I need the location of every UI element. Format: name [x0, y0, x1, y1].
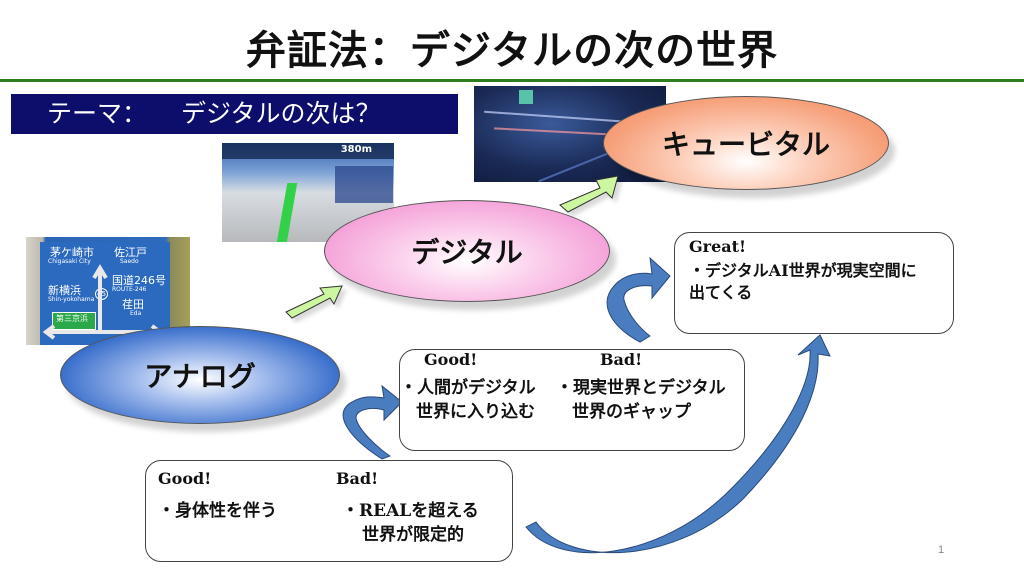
great-heading: Great! — [689, 237, 747, 256]
analog-bad-line: ・REALを超える — [342, 501, 479, 521]
stage-qubital: キュービタル — [603, 96, 889, 190]
digital-good-line: ・人間がデジタル — [400, 378, 536, 398]
sign-route: 国道246号 — [112, 274, 166, 287]
digital-good-line: 世界に入り込む — [416, 402, 535, 422]
nav-top-bar — [222, 143, 394, 159]
arrow-digital-to-qubital-icon — [559, 175, 619, 213]
stage-qubital-label: キュービタル — [661, 128, 830, 161]
digital-bad-heading: Bad! — [600, 350, 643, 369]
analog-bad-line: 世界が限定的 — [362, 525, 464, 545]
great-box: Great! ・デジタルAI世界が現実空間に 出てくる — [674, 232, 954, 334]
sign-city2: 佐江戸 — [114, 246, 147, 259]
stage-digital: デジタル — [324, 200, 610, 302]
nav-junction-panel — [335, 166, 393, 203]
nav-distance: 380m — [340, 144, 372, 155]
sign-city4: 荏田 — [122, 298, 144, 311]
title-divider — [0, 79, 1024, 82]
analog-evaluation-box: Good! Bad! ・身体性を伴う ・REALを超える 世界が限定的 — [145, 460, 513, 562]
analog-good-line: ・身体性を伴う — [158, 501, 277, 521]
sign-city4-en: Eda — [130, 310, 142, 317]
sign-city3: 新横浜 — [48, 284, 81, 297]
digital-evaluation-box: Good! Bad! ・人間がデジタル 世界に入り込む ・現実世界とデジタル 世… — [399, 349, 745, 451]
sign-city2-en: Saedo — [120, 258, 139, 265]
great-line: ・デジタルAI世界が現実空間に — [689, 261, 917, 280]
theme-text: デジタルの次は？ — [181, 99, 381, 128]
great-line: 出てくる — [689, 283, 753, 302]
stage-digital-label: デジタル — [411, 236, 523, 269]
sign-city3-en: Shin-yokohama — [48, 296, 95, 303]
digital-bad-line: 世界のギャップ — [572, 402, 691, 422]
theme-label: テーマ： — [47, 99, 148, 128]
sign-city1-en: Chigasaki City — [48, 258, 91, 265]
stage-analog: アナログ — [60, 326, 340, 424]
hud-marker — [519, 90, 533, 104]
long-curved-arrow-to-great-box-icon — [525, 334, 831, 554]
sign-green-text: 第三京浜 — [56, 314, 88, 323]
curved-arrow-to-digital-box-icon — [342, 384, 403, 460]
sign-green-plate: 第三京浜 — [52, 312, 96, 330]
curved-arrow-to-great-box-icon — [606, 256, 671, 343]
sign-city1: 茅ケ崎市 — [50, 246, 94, 259]
analog-bad-heading: Bad! — [336, 469, 379, 488]
digital-good-heading: Good! — [424, 350, 478, 369]
theme-banner: テーマ： デジタルの次は？ — [11, 94, 458, 134]
road-sign-photo: 茅ケ崎市 Chigasaki City 佐江戸 Saedo 新横浜 Shin-y… — [26, 237, 190, 345]
analog-good-heading: Good! — [158, 469, 212, 488]
stage-analog-label: アナログ — [144, 360, 256, 393]
digital-bad-line: ・現実世界とデジタル — [556, 378, 726, 398]
sign-route-en: ROUTE-246 — [112, 286, 147, 293]
slide-title: 弁証法：デジタルの次の世界 — [245, 27, 779, 74]
page-number: 1 — [938, 544, 945, 556]
arrow-analog-to-digital-icon — [285, 285, 343, 319]
